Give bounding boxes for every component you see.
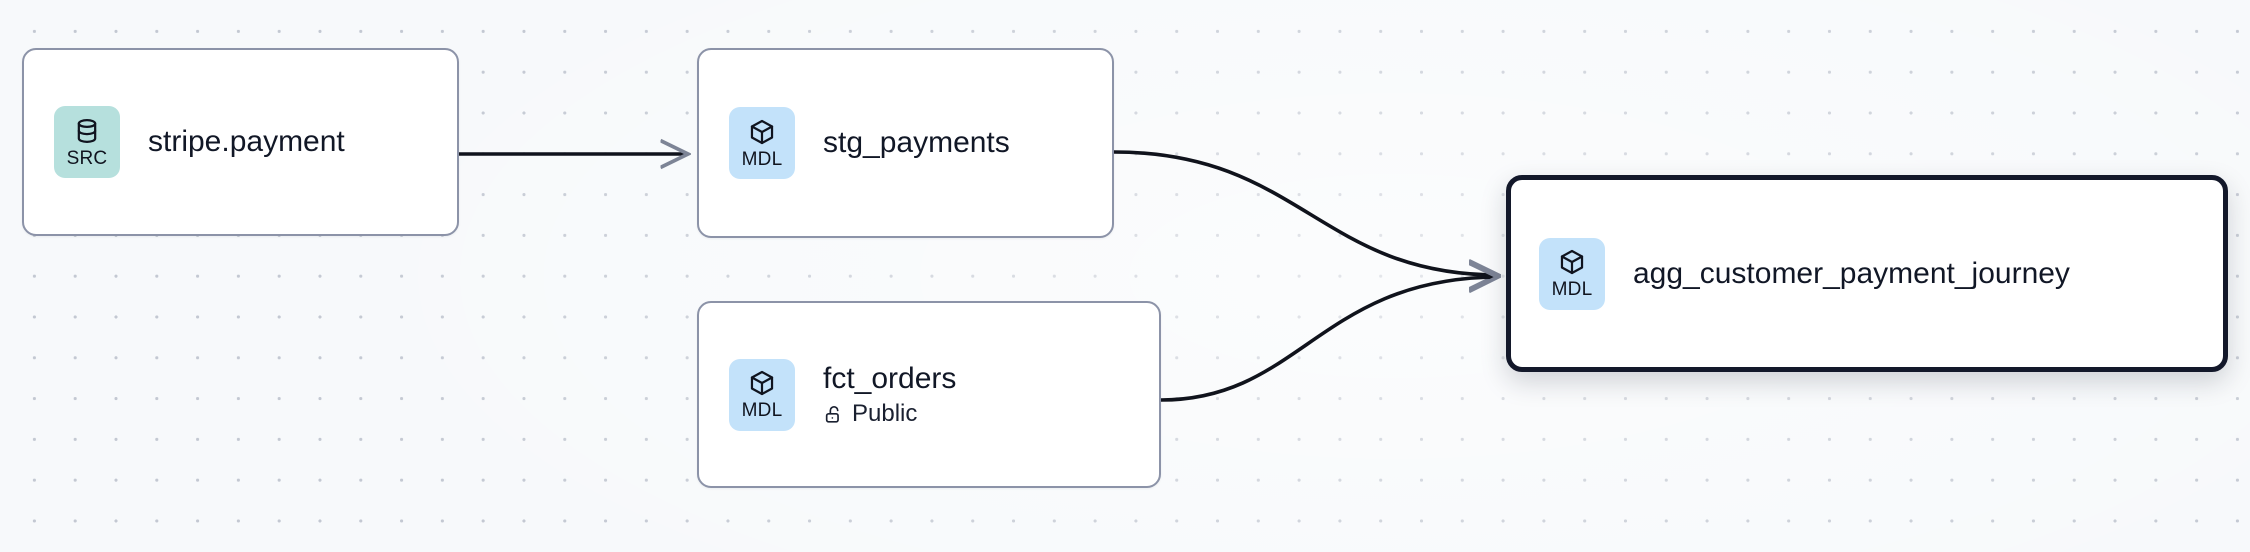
- node-body: agg_customer_payment_journey: [1633, 258, 2070, 290]
- badge-mdl: MDL: [729, 107, 795, 179]
- badge-mdl-label: MDL: [741, 148, 783, 170]
- node-visibility-label: Public: [852, 400, 918, 428]
- node-title: stg_payments: [823, 126, 1010, 160]
- cube-icon: [748, 118, 776, 146]
- node-title: fct_orders: [823, 361, 957, 395]
- badge-mdl-label: MDL: [1551, 279, 1593, 300]
- node-body: stg_payments: [823, 127, 1010, 159]
- badge-src-label: SRC: [66, 147, 108, 169]
- node-body: fct_orders Public: [823, 363, 956, 427]
- node-body: stripe.payment: [148, 126, 345, 158]
- edge-stg-payments-to-agg-journey[interactable]: [1113, 150, 1498, 275]
- node-title: agg_customer_payment_journey: [1633, 256, 2070, 290]
- node-agg-customer-payment-journey[interactable]: MDL agg_customer_payment_journey: [1506, 175, 2228, 372]
- edge-fct-orders-to-agg-journey[interactable]: [1160, 277, 1498, 402]
- badge-mdl: MDL: [1539, 237, 1605, 310]
- node-stg-payments[interactable]: MDL stg_payments: [697, 48, 1114, 238]
- badge-mdl: MDL: [729, 358, 795, 431]
- unlock-icon: [823, 404, 844, 425]
- node-title: stripe.payment: [148, 125, 345, 159]
- badge-mdl-label: MDL: [741, 400, 783, 421]
- node-fct-orders[interactable]: MDL fct_orders Public: [697, 301, 1161, 488]
- database-icon: [73, 117, 101, 145]
- node-visibility: Public: [823, 402, 956, 426]
- node-stripe-payment[interactable]: SRC stripe.payment: [22, 48, 459, 236]
- cube-icon: [748, 369, 776, 397]
- badge-src: SRC: [54, 106, 120, 178]
- cube-icon: [1558, 248, 1586, 276]
